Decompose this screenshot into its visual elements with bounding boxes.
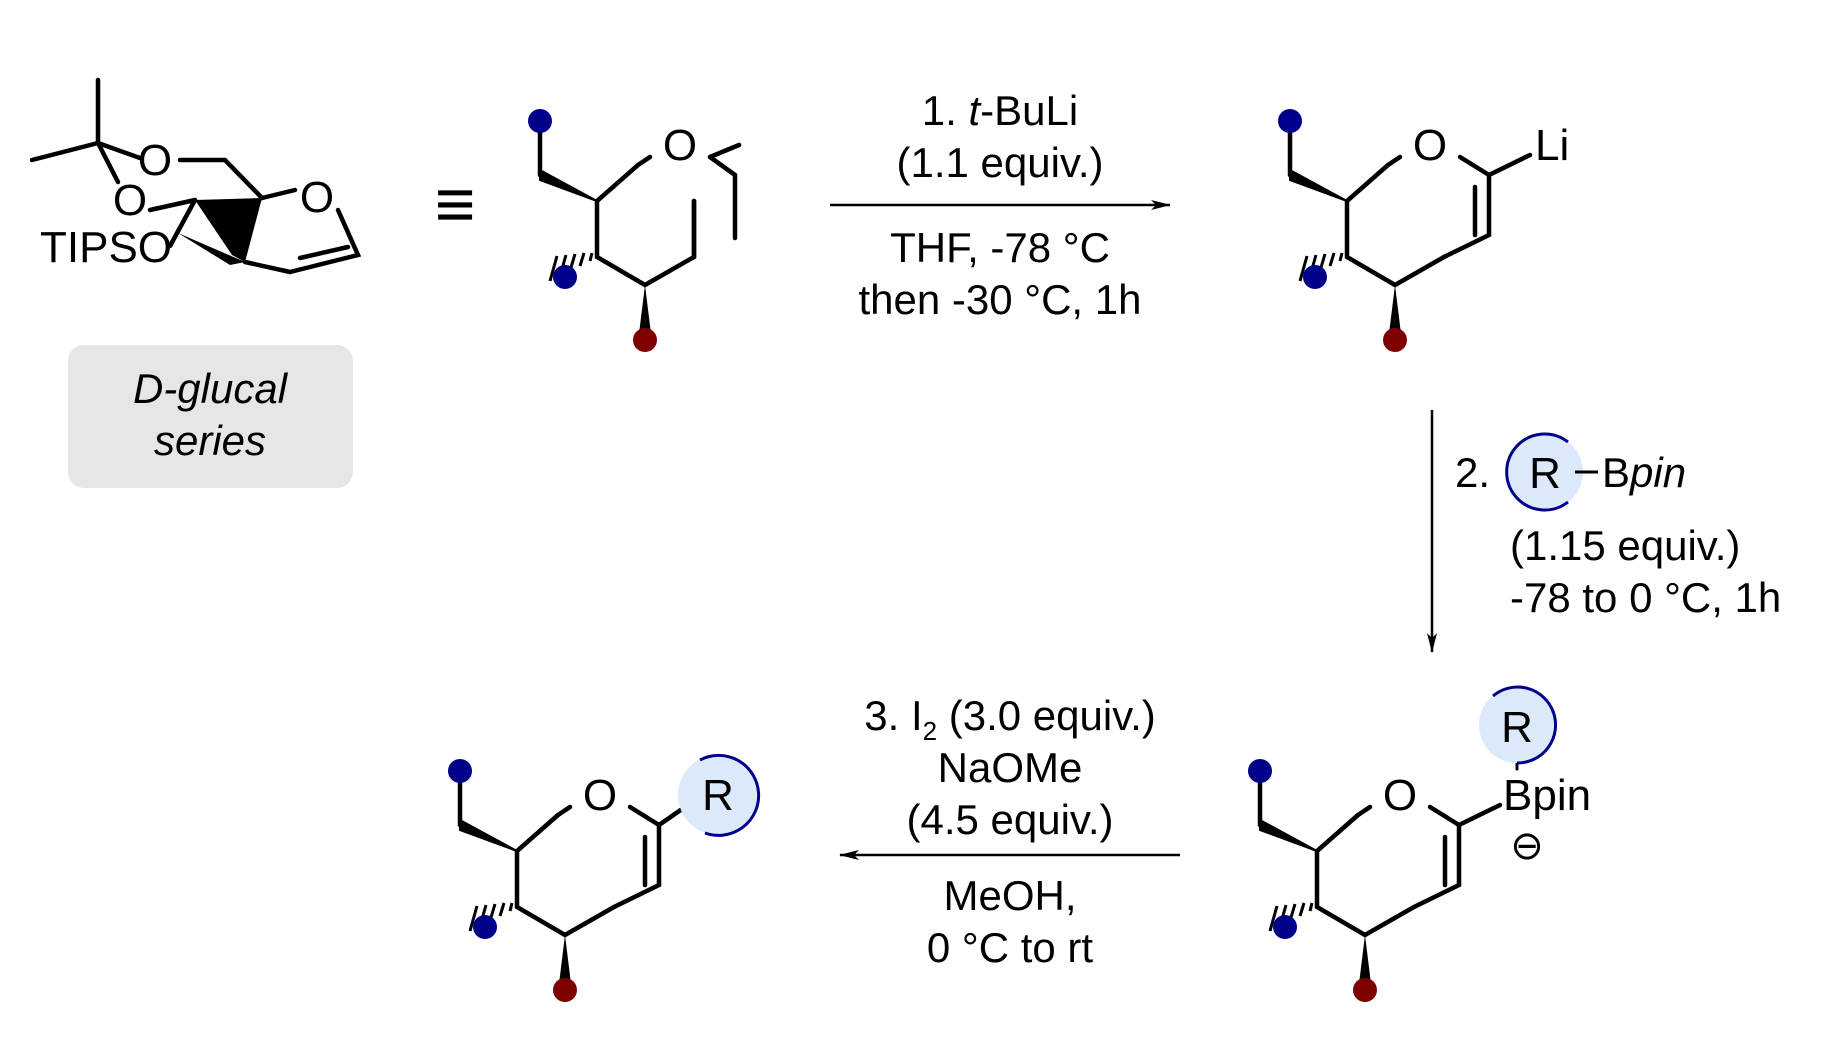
step-3-condition-2: 0 °C to rt (927, 924, 1094, 971)
step-1-condition-2: then -30 °C, 1h (859, 276, 1142, 323)
atom-o-ketal-1: O (138, 136, 172, 185)
r-group-product: R (678, 753, 761, 837)
step-2-conditions: 2. R Bpin (1.15 equiv.) -78 to 0 °C, 1h (1455, 432, 1781, 621)
atom-o: O (1413, 121, 1447, 170)
step-1-condition-1: THF, -78 °C (890, 224, 1110, 271)
step-3-base-equiv: (4.5 equiv.) (907, 796, 1114, 843)
series-label-box: D-glucal series (68, 345, 353, 488)
atom-bpin: Bpin (1503, 771, 1591, 820)
atom-o: O (1383, 771, 1417, 820)
step-1-equiv: (1.1 equiv.) (897, 139, 1104, 186)
series-label-line-1: D-glucal (133, 365, 289, 412)
lithiated-glucal-structure: O Li (1278, 109, 1569, 352)
glucal-alkene (691, 154, 738, 260)
r-label-product: R (702, 771, 734, 820)
step-1-conditions: 1. t-BuLi (1.1 equiv.) THF, -78 °C then … (859, 87, 1142, 323)
atom-o: O (583, 771, 617, 820)
series-label-line-2: series (154, 417, 266, 464)
boronate-complex-structure: O Bpin ⊖ (1248, 745, 1591, 1002)
step-2-condition: -78 to 0 °C, 1h (1510, 574, 1781, 621)
atom-o: O (663, 121, 697, 170)
atom-o-ketal-2: O (113, 176, 147, 225)
atom-o-ring: O (300, 173, 334, 222)
step-3-base: NaOMe (938, 744, 1083, 791)
step-3-conditions: 3. I2 (3.0 equiv.) NaOMe (4.5 equiv.) Me… (864, 692, 1156, 971)
charge-symbol: ⊖ (1510, 824, 1544, 868)
protected-glucal-structure: O O O TIPSO (29, 77, 362, 275)
atom-tipso: TIPSO (40, 223, 172, 272)
step-1-reagent: 1. t-BuLi (922, 87, 1078, 134)
step-2-equiv: (1.15 equiv.) (1510, 522, 1740, 569)
step-3-reagent: 3. I2 (3.0 equiv.) (864, 692, 1156, 746)
c-glycoside-product-structure: O (448, 759, 688, 1002)
equivalence-symbol: ≡ (435, 165, 476, 243)
r-label-boronate: R (1501, 703, 1533, 752)
glucal-structure: O (528, 109, 742, 352)
r-label-reagent: R (1529, 449, 1561, 498)
step-2-number: 2. (1455, 449, 1490, 496)
atom-li: Li (1535, 121, 1569, 170)
r-group-boronate: R (1479, 685, 1558, 765)
step-3-condition-1: MeOH, (943, 872, 1076, 919)
step-2-reagent: Bpin (1602, 449, 1686, 496)
